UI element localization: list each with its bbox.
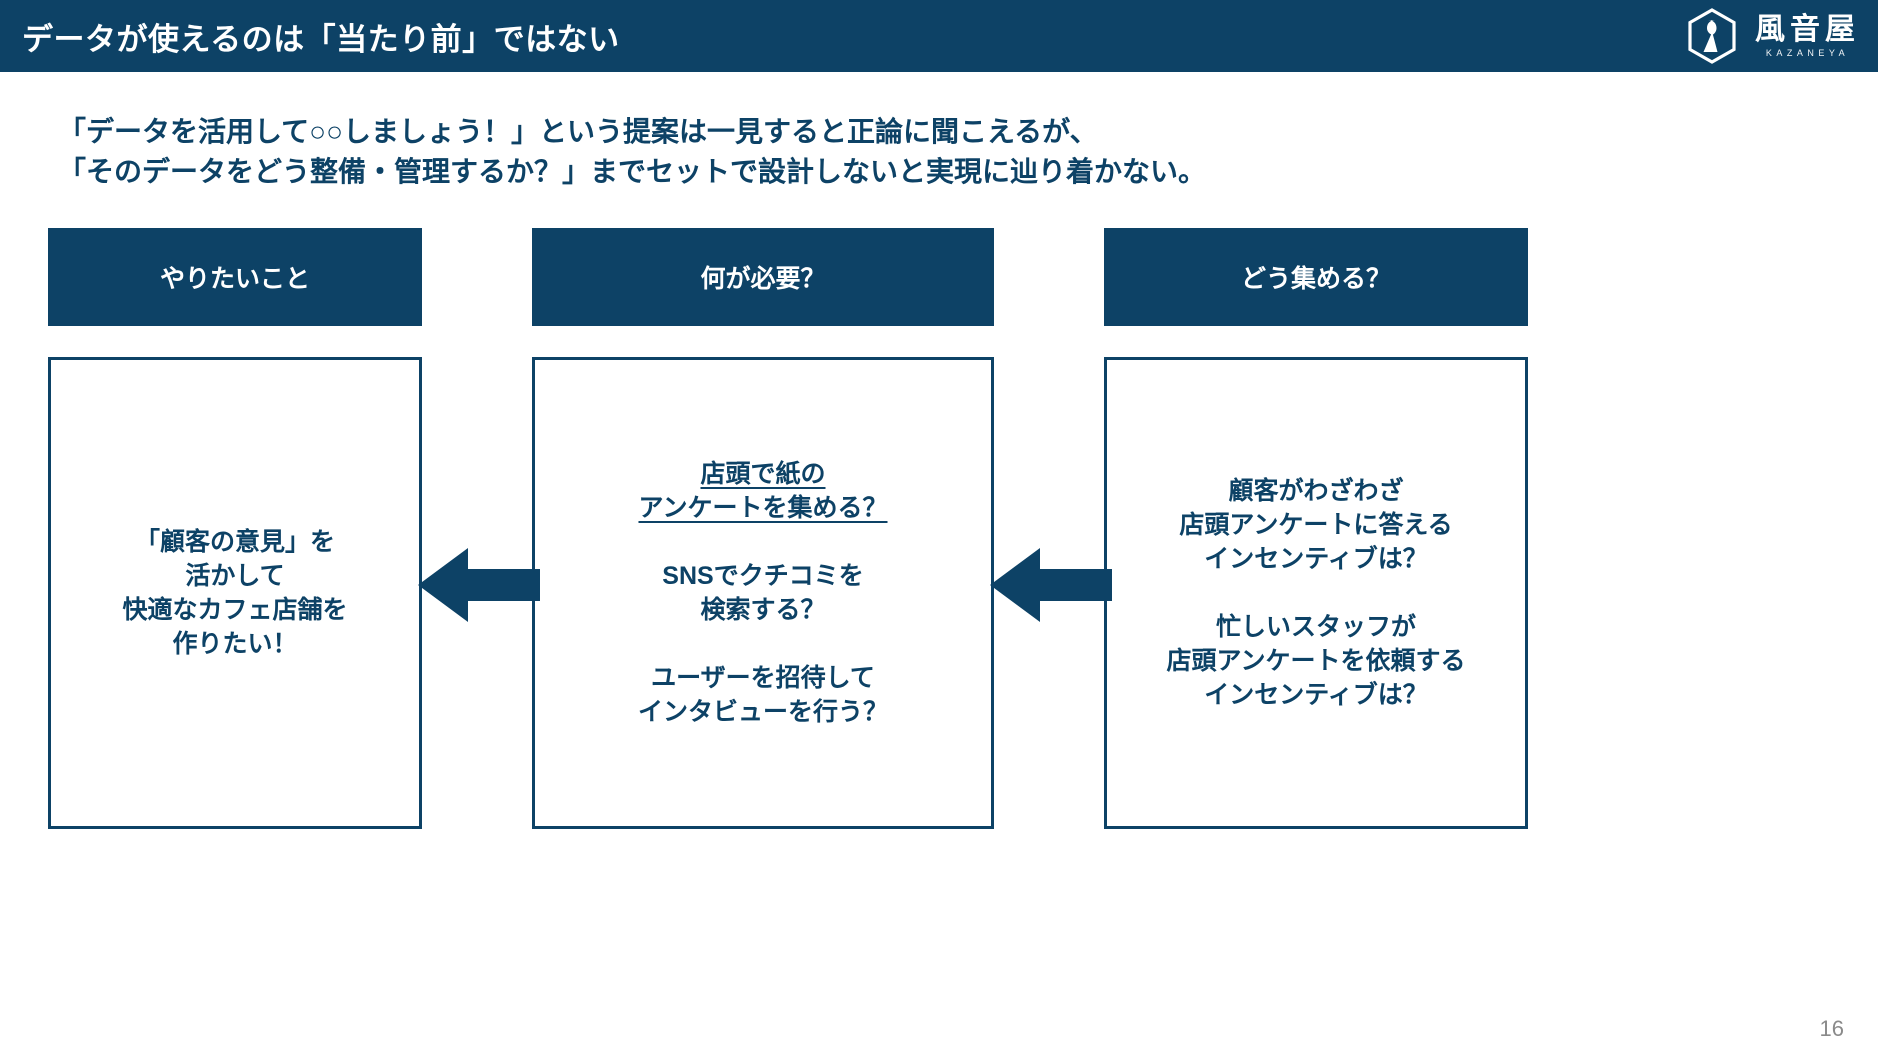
column-header-dou-atsumeru: どう集める？ bbox=[1104, 228, 1528, 326]
list-item: ユーザーを招待して インタビューを行う？ bbox=[637, 664, 888, 726]
list-item: 顧客がわざわざ 店頭アンケートに答える インセンティブは？ bbox=[1179, 477, 1453, 573]
column-nani-ga-hitsuyou: 何が必要？ 店頭で紙の アンケートを集める？ SNSでクチコミを 検索する？ ユ… bbox=[532, 228, 994, 829]
arrow-left-icon bbox=[990, 548, 1112, 622]
arrow-left-icon bbox=[418, 548, 540, 622]
slide-title-bar: データが使えるのは「当たり前」ではない 風音屋 KAZANEYA bbox=[0, 0, 1878, 72]
hexagon-wind-chime-icon bbox=[1686, 8, 1738, 64]
logo-japanese-name: 風音屋 bbox=[1755, 12, 1860, 46]
list-item: SNSでクチコミを 検索する？ bbox=[662, 562, 864, 624]
logo-romaji-name: KAZANEYA bbox=[1765, 47, 1850, 58]
list-item: 店頭で紙の アンケートを集める？ bbox=[638, 460, 888, 522]
list-item: 「顧客の意見」を 活かして 快適なカフェ店舗を 作りたい！ bbox=[122, 528, 348, 658]
column-dou-atsumeru: どう集める？ 顧客がわざわざ 店頭アンケートに答える インセンティブは？ 忙しい… bbox=[1104, 228, 1528, 829]
column-body-yaritai-koto: 「顧客の意見」を 活かして 快適なカフェ店舗を 作りたい！ bbox=[48, 357, 422, 829]
column-body-nani-ga-hitsuyou: 店頭で紙の アンケートを集める？ SNSでクチコミを 検索する？ ユーザーを招待… bbox=[532, 357, 994, 829]
column-header-yaritai-koto: やりたいこと bbox=[48, 228, 422, 326]
page-title: データが使えるのは「当たり前」ではない bbox=[22, 21, 620, 57]
column-yaritai-koto: やりたいこと 「顧客の意見」を 活かして 快適なカフェ店舗を 作りたい！ bbox=[48, 228, 422, 829]
column-header-nani-ga-hitsuyou: 何が必要？ bbox=[532, 228, 994, 326]
brand-logo: 風音屋 KAZANEYA bbox=[1686, 8, 1860, 64]
list-item: 忙しいスタッフが 店頭アンケートを依頼する インセンティブは？ bbox=[1166, 613, 1466, 709]
logo-wordmark: 風音屋 KAZANEYA bbox=[1750, 12, 1860, 58]
column-body-dou-atsumeru: 顧客がわざわざ 店頭アンケートに答える インセンティブは？ 忙しいスタッフが 店… bbox=[1104, 357, 1528, 829]
lead-paragraph: 「データを活用して○○しましょう！」という提案は一見すると正論に聞こえるが、 「… bbox=[58, 116, 1207, 187]
page-number: 16 bbox=[1819, 1016, 1844, 1041]
